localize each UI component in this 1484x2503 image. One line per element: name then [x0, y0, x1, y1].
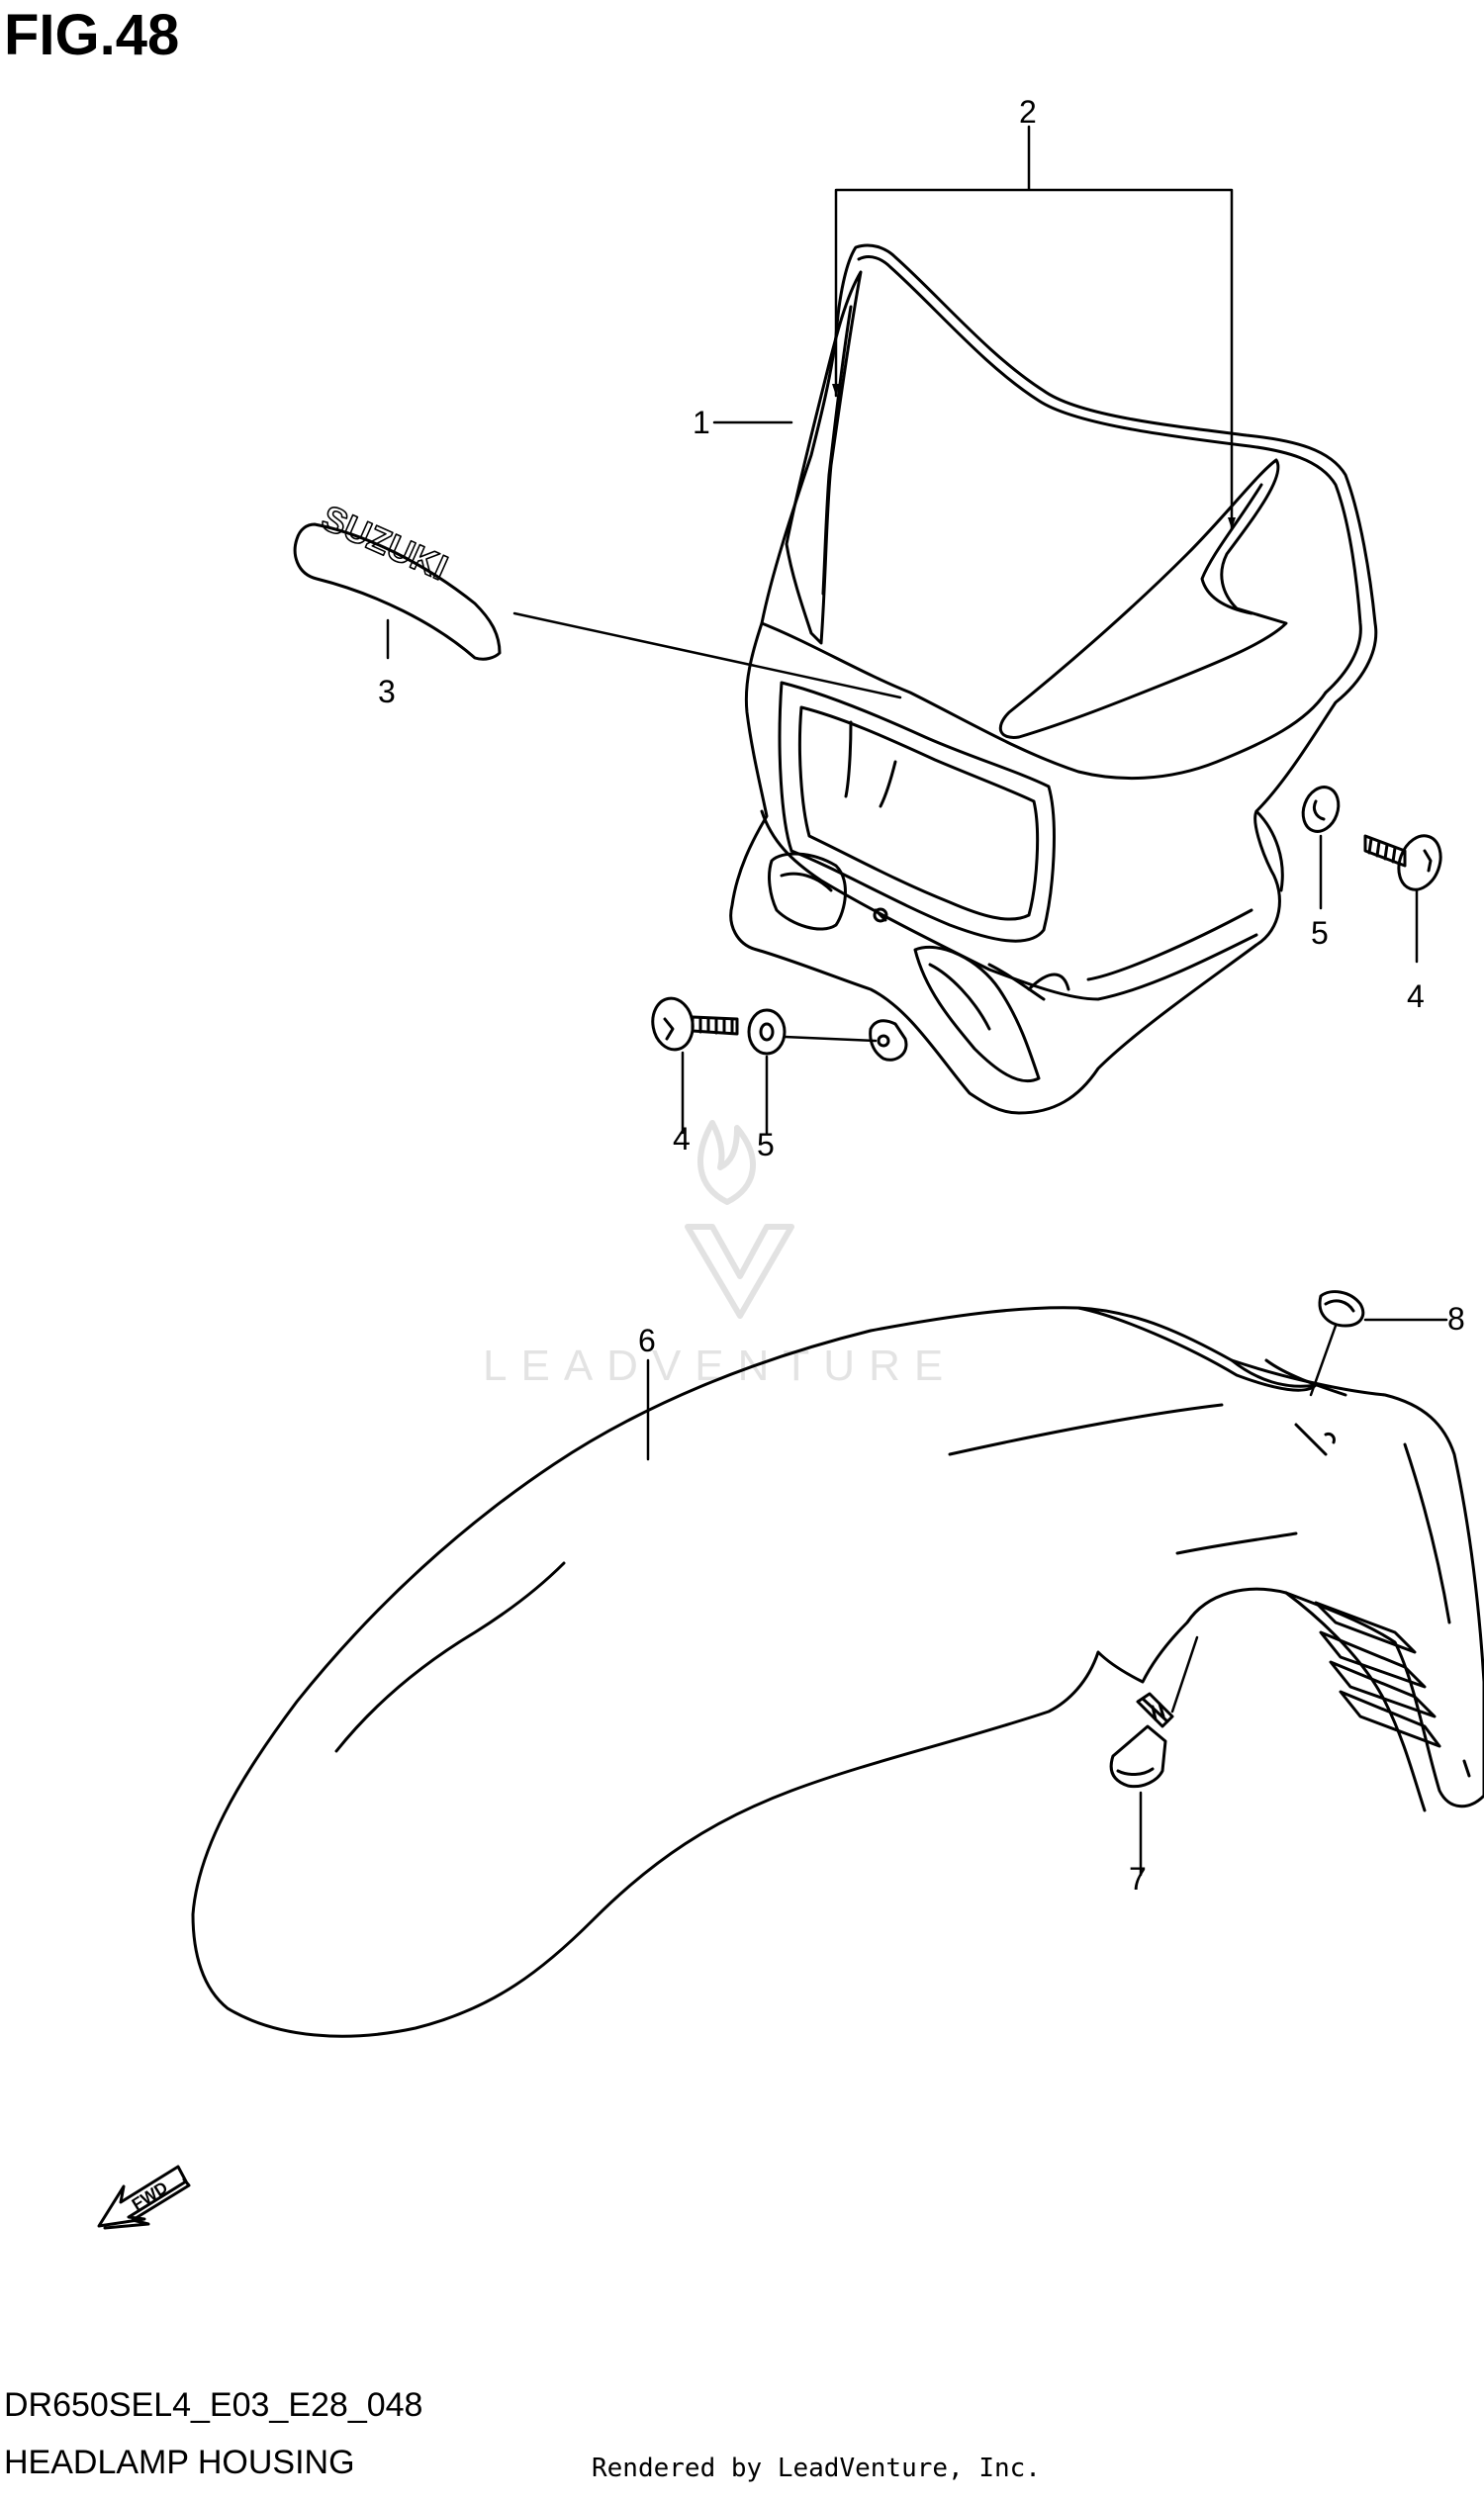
diagram-code: DR650SEL4_E03_E28_048	[4, 2386, 423, 2424]
callout-3: 3	[378, 674, 396, 709]
callout-4-left: 4	[673, 1121, 691, 1157]
callout-4-right: 4	[1407, 978, 1425, 1014]
front-fender	[191, 1306, 1484, 2038]
render-credit: Rendered by LeadVenture, Inc.	[592, 2454, 1041, 2483]
washer-5-right	[1301, 786, 1341, 833]
fwd-arrow-icon: FWD	[97, 2165, 191, 2230]
headlamp-housing	[729, 243, 1378, 1115]
leader-arrows	[832, 384, 1236, 529]
callout-6: 6	[638, 1323, 656, 1358]
watermark-logo	[685, 1120, 794, 1319]
callout-7: 7	[1129, 1861, 1147, 1897]
bolt-4-left	[651, 996, 739, 1052]
figure-title: FIG.48	[4, 3, 180, 67]
decal-left	[785, 270, 863, 645]
callout-1: 1	[693, 405, 710, 440]
bolt-7	[1109, 1692, 1174, 1789]
callout-5-left: 5	[757, 1127, 775, 1162]
decal-right	[998, 458, 1288, 739]
leader-lines	[386, 125, 1448, 1877]
diagram-name: HEADLAMP HOUSING	[4, 2444, 355, 2481]
bolt-4-right	[1363, 834, 1442, 891]
callout-labels: 1 2 3 4 5 4 5 6 8 7	[378, 94, 1465, 1897]
callout-8: 8	[1447, 1301, 1465, 1337]
suzuki-decal-text: SUZUKI	[316, 497, 453, 588]
suzuki-decal: SUZUKI	[293, 496, 502, 661]
washer-5-left	[747, 1008, 787, 1056]
callout-5-right: 5	[1311, 915, 1329, 951]
grommet-8	[1318, 1290, 1365, 1328]
callout-2: 2	[1019, 94, 1037, 130]
